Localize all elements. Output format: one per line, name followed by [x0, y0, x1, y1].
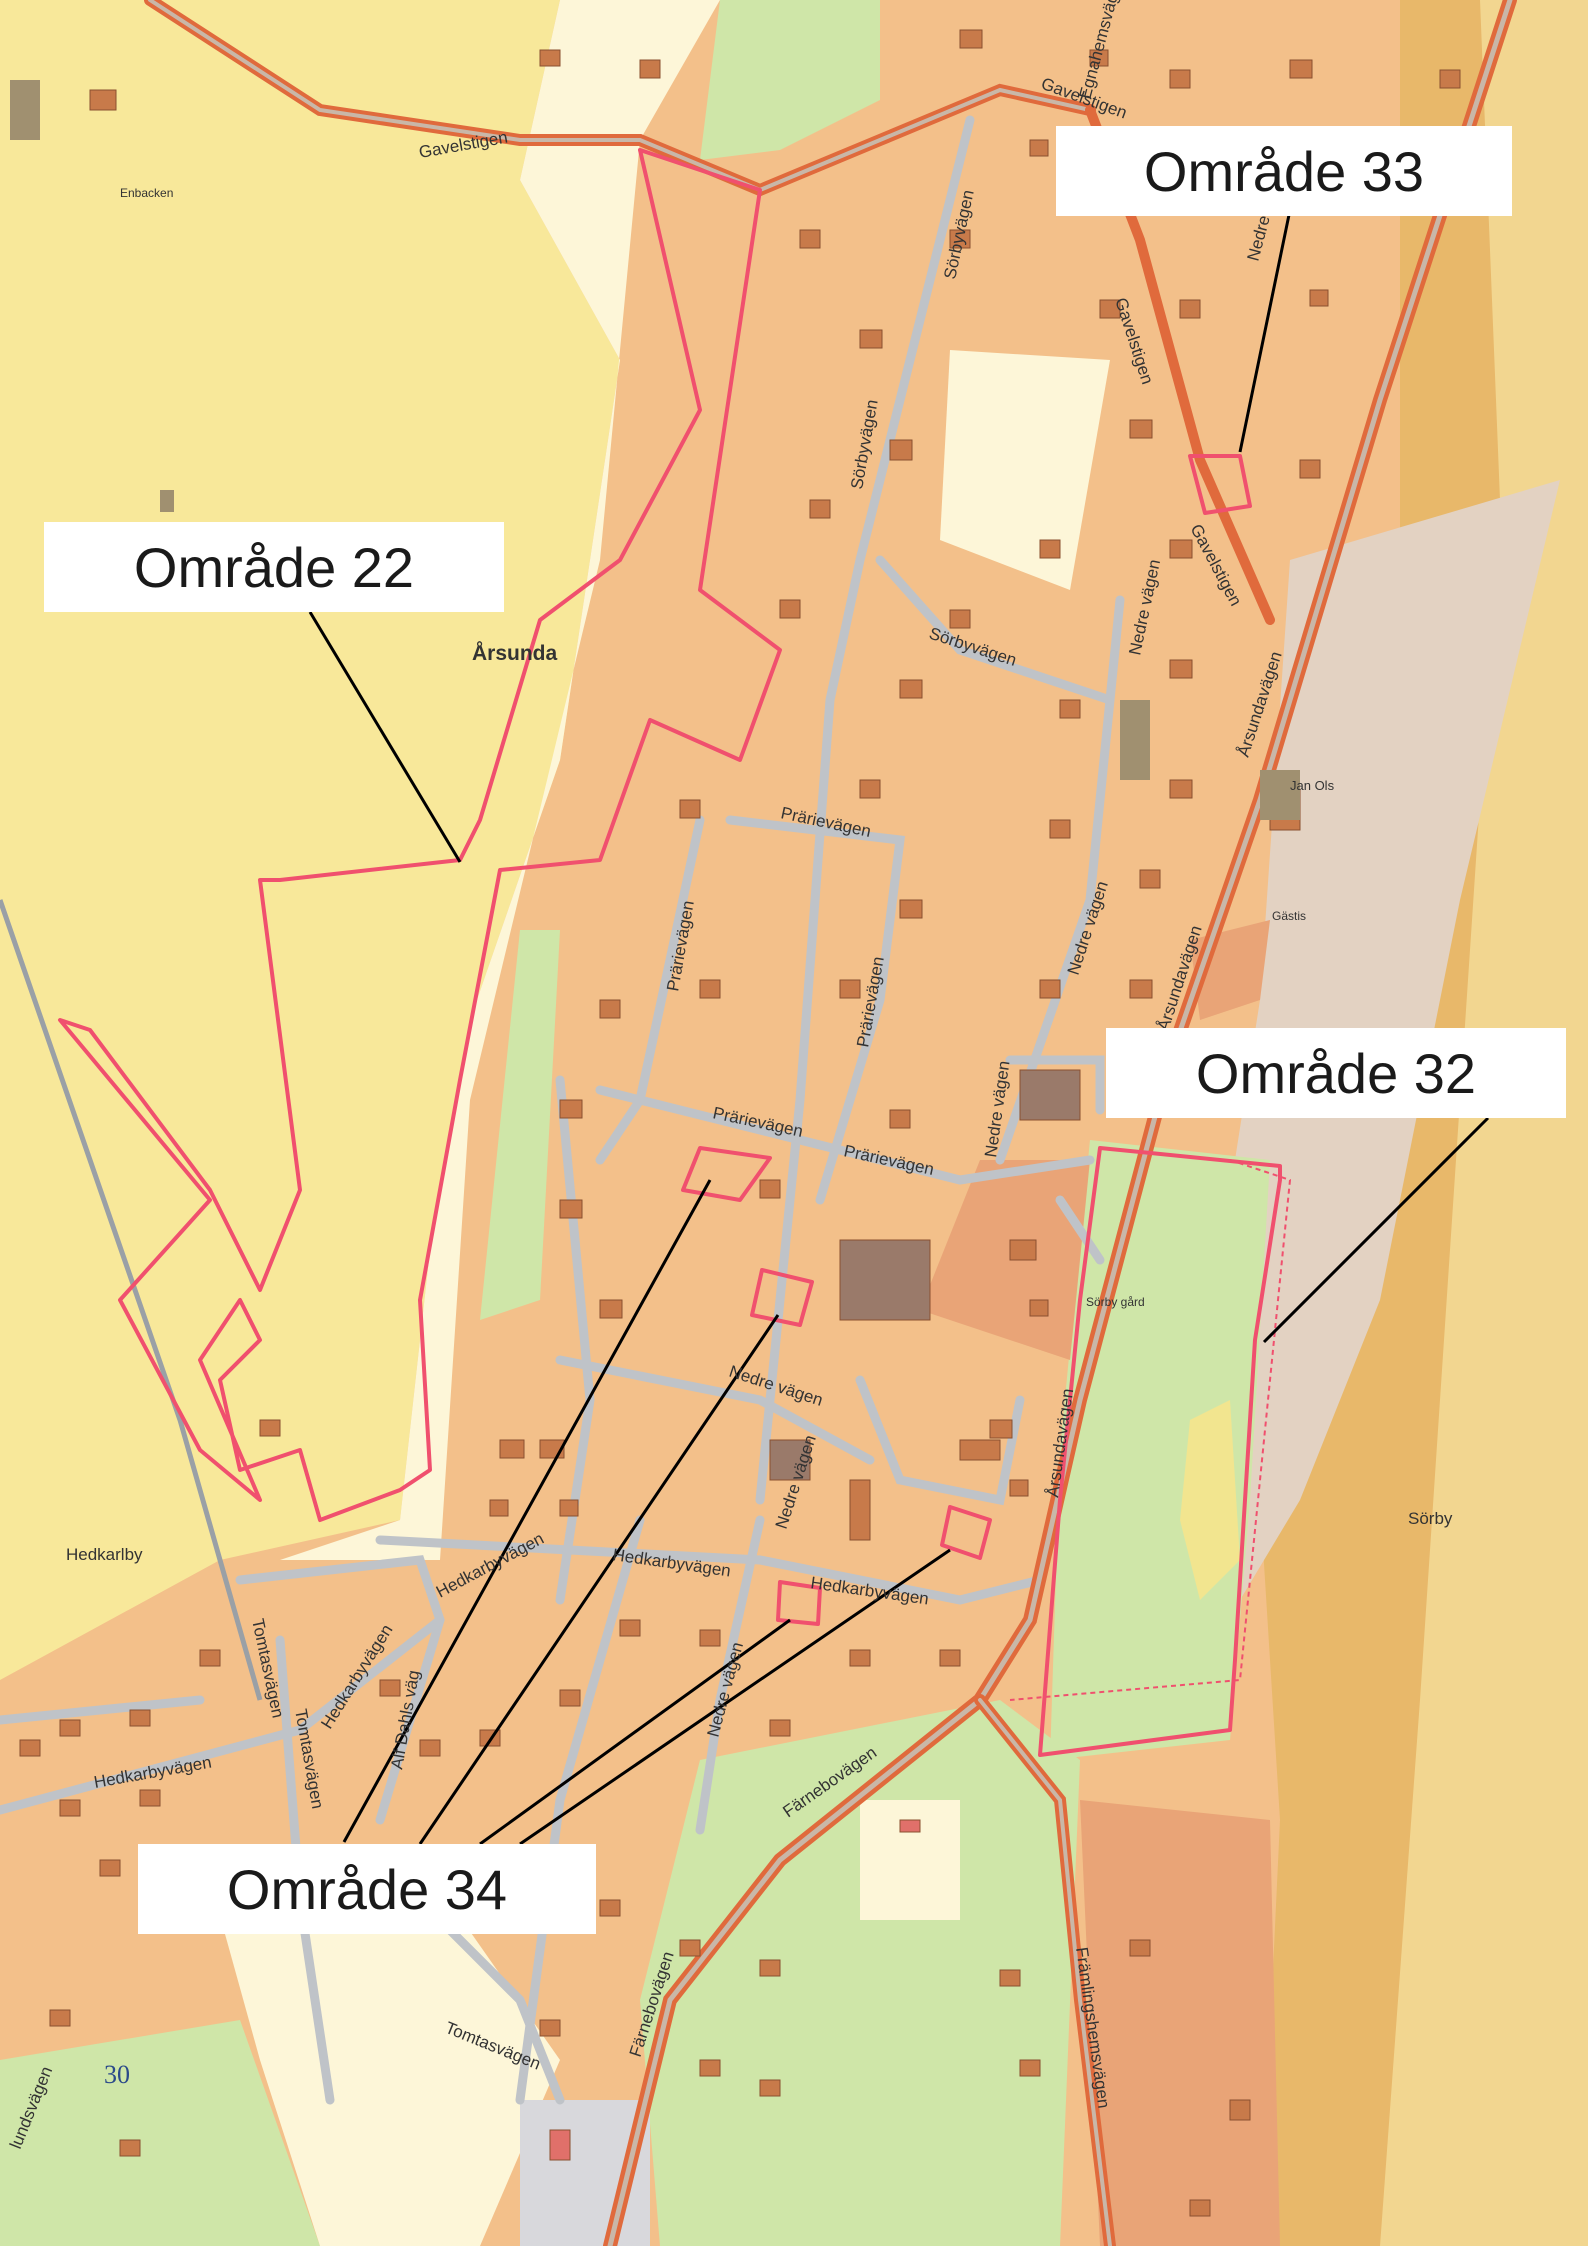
green-area-south: [640, 1700, 1080, 2246]
place-label-gastis: Gästis: [1272, 909, 1306, 923]
open-area-south-2: [860, 1800, 960, 1920]
place-label-hedkarlby: Hedkarlby: [66, 1545, 143, 1564]
area33-lot: [1188, 454, 1252, 515]
place-label-enbacken: Enbacken: [120, 186, 173, 200]
green-area-mid: [480, 930, 560, 1320]
area32-dashed: [1009, 1159, 1291, 1701]
place-label-sorby-gard: Sörby gård: [1086, 1295, 1145, 1309]
page-number: 30: [104, 2060, 130, 2089]
leader-lines: [308, 209, 1490, 1846]
railway: [0, 899, 263, 1701]
area34-lot-3: [940, 1505, 992, 1560]
place-label-sorby: Sörby: [1408, 1509, 1453, 1528]
area34-lot-4: [776, 1580, 822, 1626]
field-sorby-gard-yellow: [1180, 1400, 1240, 1600]
area-label-22: Område 22: [44, 522, 504, 612]
area22-outline: [58, 148, 782, 1522]
place-label-jan-ols: Jan Ols: [1290, 778, 1335, 793]
area32-outline: [1038, 1146, 1282, 1757]
green-area-north: [700, 0, 880, 160]
plan-area-outlines: [58, 148, 1291, 1757]
buildings: [19, 29, 1461, 2217]
buildings-grey: [10, 80, 1300, 820]
area34-lot-1: [681, 1146, 772, 1202]
place-labels: Årsunda Enbacken Hedkarlby Sörby Sörby g…: [66, 186, 1453, 1564]
green-area-southwest: [0, 2020, 320, 2246]
place-label-arsunda: Årsunda: [472, 641, 558, 665]
area-label-33: Område 33: [1056, 126, 1512, 216]
main-roads: [144, 0, 1517, 2246]
area-label-32: Område 32: [1106, 1028, 1566, 1118]
area34-lot-2: [750, 1268, 814, 1327]
area-label-34: Område 34: [138, 1844, 596, 1934]
open-square-sorbyvagen: [940, 350, 1110, 590]
residential-southeast: [1080, 1800, 1280, 2246]
